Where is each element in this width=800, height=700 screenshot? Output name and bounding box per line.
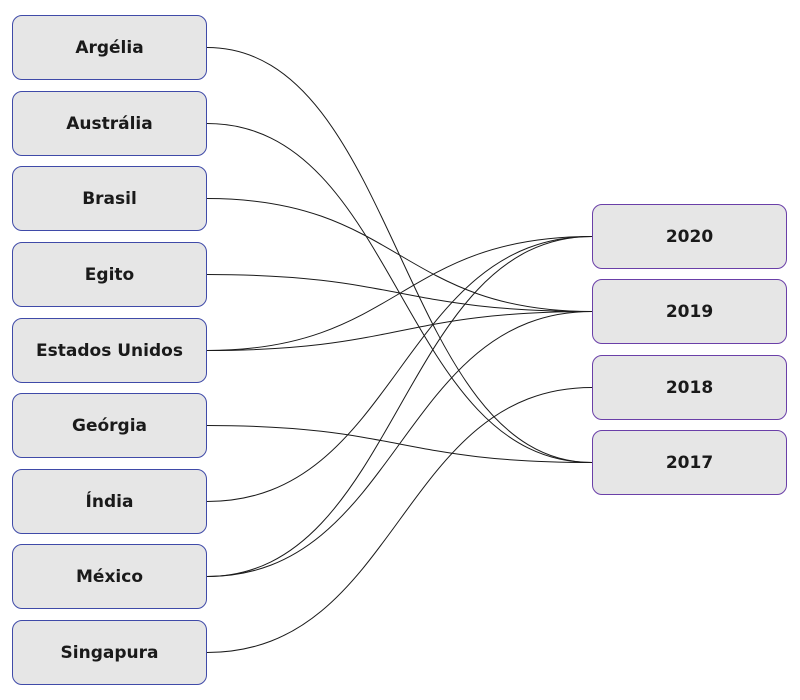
node-2018: 2018	[592, 355, 787, 420]
link-índia-2020	[206, 236, 593, 502]
node-egito: Egito	[12, 242, 207, 307]
node-label: Brasil	[82, 188, 137, 209]
node-mexico: México	[12, 544, 207, 609]
node-label: Austrália	[66, 113, 153, 134]
node-india: Índia	[12, 469, 207, 534]
link-estados-unidos-2020	[206, 236, 593, 351]
node-label: Singapura	[60, 642, 159, 663]
link-estados-unidos-2019	[206, 311, 593, 351]
node-brasil: Brasil	[12, 166, 207, 231]
node-singapura: Singapura	[12, 620, 207, 685]
node-2020: 2020	[592, 204, 787, 269]
node-georgia: Geórgia	[12, 393, 207, 458]
node-label: Índia	[85, 491, 134, 512]
node-2017: 2017	[592, 430, 787, 495]
node-label: Egito	[84, 264, 135, 285]
node-label: 2018	[665, 377, 714, 398]
link-singapura-2018	[206, 387, 593, 653]
node-label: México	[76, 566, 143, 587]
link-brasil-2019	[206, 198, 593, 312]
node-label: 2020	[665, 226, 714, 247]
link-méxico-2020	[206, 236, 593, 577]
node-argelia: Argélia	[12, 15, 207, 80]
node-2019: 2019	[592, 279, 787, 344]
node-label: 2017	[665, 452, 714, 473]
node-label: Estados Unidos	[36, 340, 183, 361]
node-estados-unidos: Estados Unidos	[12, 318, 207, 383]
link-méxico-2019	[206, 311, 593, 577]
node-australia: Austrália	[12, 91, 207, 156]
node-label: 2019	[665, 301, 714, 322]
node-label: Argélia	[75, 37, 144, 58]
node-label: Geórgia	[71, 415, 147, 436]
